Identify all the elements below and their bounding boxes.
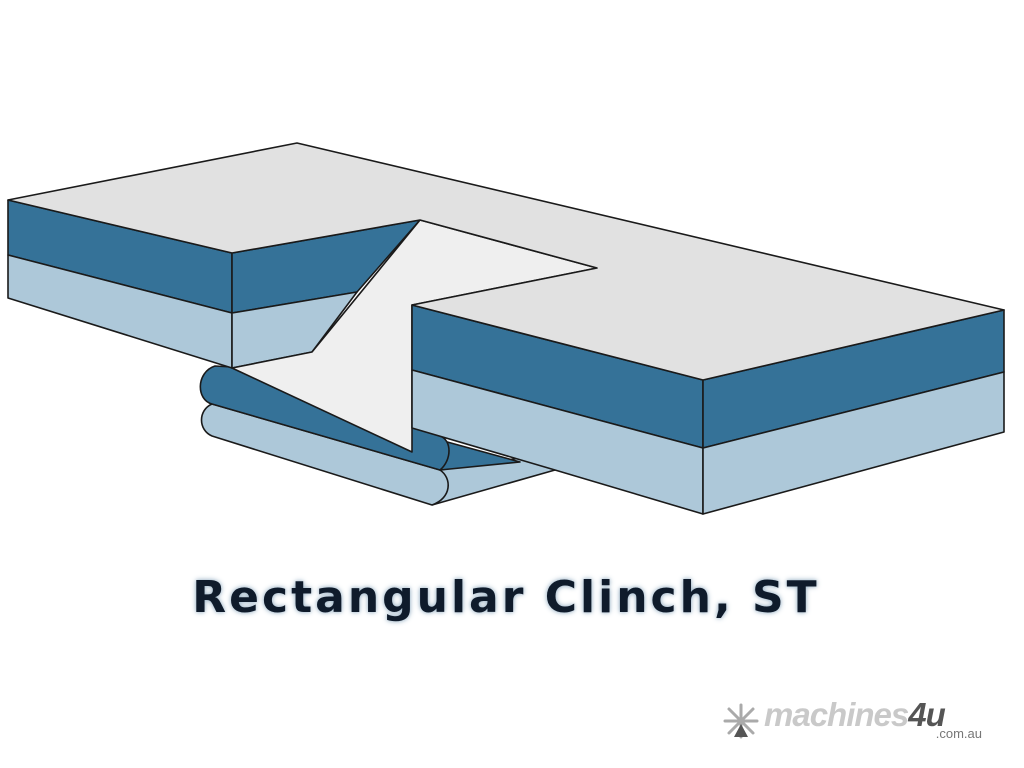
watermark-brand-text: machines — [764, 696, 909, 733]
watermark-brand: machines4u — [764, 696, 946, 734]
watermark-brand-number: 4u — [908, 696, 946, 733]
right-block-light-front — [411, 369, 704, 515]
top-surface — [7, 142, 1005, 381]
watermark-logo: machines4u .com.au — [722, 696, 992, 744]
diagram-caption: Rectangular Clinch, ST — [192, 572, 820, 623]
snowflake-logo-icon — [723, 703, 759, 739]
watermark-domain: .com.au — [935, 726, 982, 741]
lower-roll-end — [431, 469, 449, 506]
right-block-light-side — [702, 371, 1005, 515]
